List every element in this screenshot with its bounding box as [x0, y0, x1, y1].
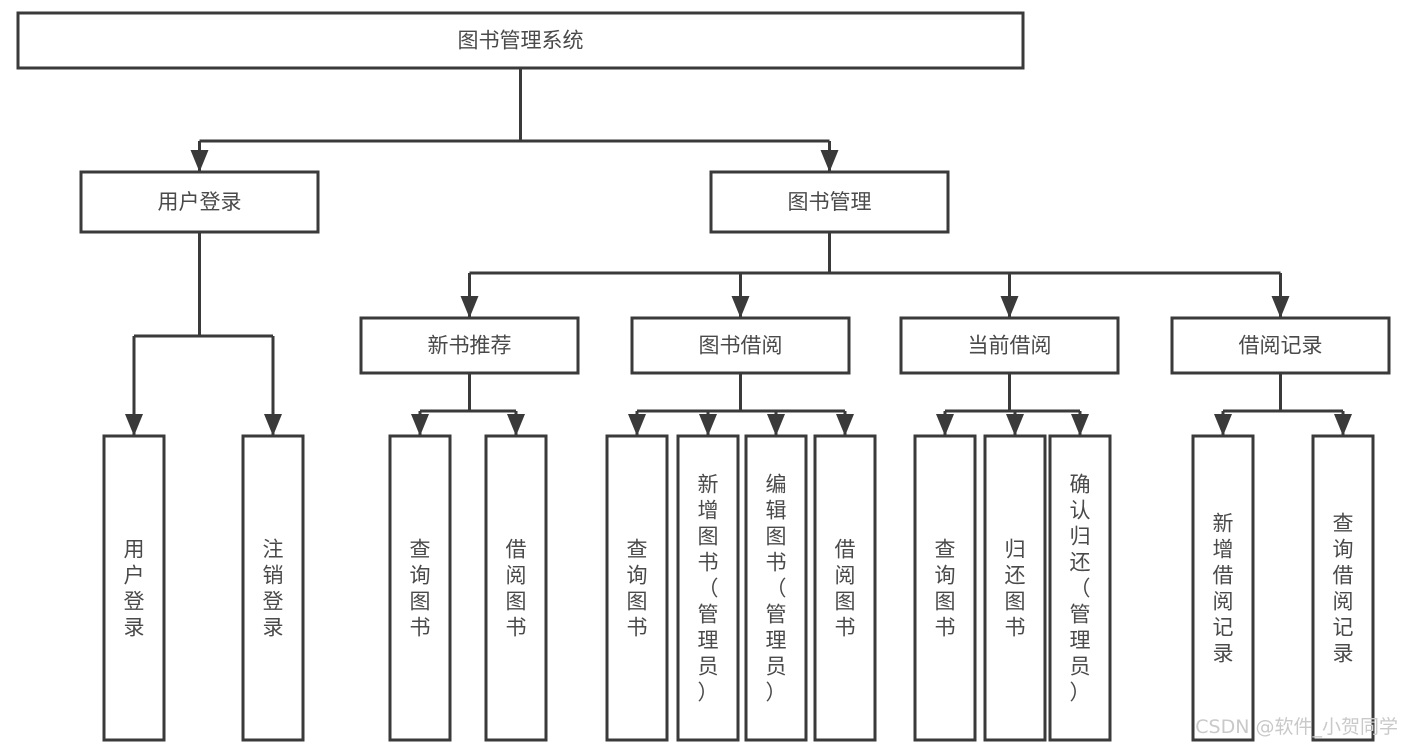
- node-box-leaf-add-book: [676, 434, 740, 742]
- node-label-leaf-logout: 注销登录: [263, 537, 284, 639]
- node-label-leaf-user-login: 用户登录: [124, 537, 145, 639]
- node-new-book-recommend[interactable]: 新书推荐: [359, 316, 580, 375]
- node-label-user-login: 用户登录: [158, 190, 242, 214]
- node-box-root: [16, 11, 1025, 70]
- arrow-icon-leaf-user-login: [125, 414, 143, 436]
- arrow-icon-user-login: [190, 150, 209, 172]
- node-leaf-borrow-book-2[interactable]: 借阅图书: [813, 434, 877, 742]
- node-box-leaf-user-login: [102, 434, 166, 742]
- node-label-leaf-confirm-return: 确认归还（管理员）: [1070, 472, 1091, 704]
- node-box-leaf-borrow-book-1: [484, 434, 548, 742]
- node-leaf-query-book-2[interactable]: 查询图书: [605, 434, 669, 742]
- arrow-icon-book-borrow: [731, 296, 750, 318]
- node-label-current-borrow: 当前借阅: [968, 334, 1052, 358]
- arrow-icon-leaf-logout: [264, 414, 282, 436]
- node-leaf-return-book[interactable]: 归还图书: [983, 434, 1047, 742]
- node-box-leaf-query-book-3: [913, 434, 977, 742]
- node-layer: 图书管理系统用户登录图书管理用户登录注销登录新书推荐图书借阅当前借阅借阅记录查询…: [16, 11, 1391, 742]
- node-root[interactable]: 图书管理系统: [16, 11, 1025, 70]
- node-label-leaf-borrow-book-2: 借阅图书: [835, 537, 856, 639]
- node-leaf-query-book-1[interactable]: 查询图书: [388, 434, 452, 742]
- node-leaf-logout[interactable]: 注销登录: [241, 434, 305, 742]
- node-book-borrow[interactable]: 图书借阅: [630, 316, 851, 375]
- node-leaf-query-book-3[interactable]: 查询图书: [913, 434, 977, 742]
- node-label-borrow-record: 借阅记录: [1239, 334, 1323, 358]
- node-leaf-add-record[interactable]: 新增借阅记录: [1191, 434, 1255, 742]
- connector-layer: [125, 68, 1352, 436]
- node-box-borrow-record: [1170, 316, 1391, 375]
- arrow-icon-leaf-query-book-3: [936, 414, 954, 436]
- arrow-icon-new-book-recommend: [460, 296, 479, 318]
- arrow-icon-leaf-borrow-book-1: [507, 414, 525, 436]
- node-box-user-login: [79, 170, 320, 234]
- node-leaf-user-login[interactable]: 用户登录: [102, 434, 166, 742]
- node-label-book-borrow: 图书借阅: [699, 334, 783, 358]
- node-label-leaf-query-book-2: 查询图书: [627, 537, 648, 639]
- node-box-leaf-edit-book: [744, 434, 808, 742]
- node-leaf-edit-book[interactable]: 编辑图书（管理员）: [744, 434, 808, 742]
- node-box-book-management: [709, 170, 950, 234]
- node-box-leaf-query-book-2: [605, 434, 669, 742]
- node-box-leaf-confirm-return: [1048, 434, 1112, 742]
- node-label-leaf-query-record: 查询借阅记录: [1333, 511, 1354, 665]
- arrow-icon-leaf-add-book: [699, 414, 717, 436]
- node-label-leaf-query-book-1: 查询图书: [410, 537, 431, 639]
- node-box-leaf-logout: [241, 434, 305, 742]
- node-box-new-book-recommend: [359, 316, 580, 375]
- arrow-icon-borrow-record: [1271, 296, 1290, 318]
- node-leaf-add-book[interactable]: 新增图书（管理员）: [676, 434, 740, 742]
- arrow-icon-leaf-query-record: [1334, 414, 1352, 436]
- node-label-new-book-recommend: 新书推荐: [428, 334, 512, 358]
- node-leaf-confirm-return[interactable]: 确认归还（管理员）: [1048, 434, 1112, 742]
- node-box-leaf-add-record: [1191, 434, 1255, 742]
- arrow-icon-leaf-edit-book: [767, 414, 785, 436]
- node-book-management[interactable]: 图书管理: [709, 170, 950, 234]
- arrow-icon-leaf-query-book-2: [628, 414, 646, 436]
- node-label-leaf-edit-book: 编辑图书（管理员）: [766, 472, 787, 704]
- node-label-book-management: 图书管理: [788, 190, 872, 214]
- node-box-book-borrow: [630, 316, 851, 375]
- node-current-borrow[interactable]: 当前借阅: [899, 316, 1120, 375]
- node-box-leaf-borrow-book-2: [813, 434, 877, 742]
- node-label-leaf-query-book-3: 查询图书: [935, 537, 956, 639]
- arrow-icon-leaf-return-book: [1006, 414, 1024, 436]
- arrow-icon-leaf-query-book-1: [411, 414, 429, 436]
- node-borrow-record[interactable]: 借阅记录: [1170, 316, 1391, 375]
- node-box-current-borrow: [899, 316, 1120, 375]
- arrow-icon-leaf-add-record: [1214, 414, 1232, 436]
- node-leaf-query-record[interactable]: 查询借阅记录: [1311, 434, 1375, 742]
- node-box-leaf-return-book: [983, 434, 1047, 742]
- node-user-login[interactable]: 用户登录: [79, 170, 320, 234]
- csdn-watermark: CSDN @软件_小贺同学: [1195, 716, 1398, 738]
- node-label-leaf-return-book: 归还图书: [1005, 537, 1026, 639]
- node-leaf-borrow-book-1[interactable]: 借阅图书: [484, 434, 548, 742]
- node-label-leaf-add-record: 新增借阅记录: [1213, 511, 1234, 665]
- node-box-leaf-query-book-1: [388, 434, 452, 742]
- node-box-leaf-query-record: [1311, 434, 1375, 742]
- arrow-icon-leaf-confirm-return: [1071, 414, 1089, 436]
- arrow-icon-book-management: [820, 150, 839, 172]
- node-label-root: 图书管理系统: [458, 29, 584, 53]
- arrow-icon-leaf-borrow-book-2: [836, 414, 854, 436]
- arrow-icon-current-borrow: [1000, 296, 1019, 318]
- node-label-leaf-borrow-book-1: 借阅图书: [506, 537, 527, 639]
- node-label-leaf-add-book: 新增图书（管理员）: [698, 472, 719, 704]
